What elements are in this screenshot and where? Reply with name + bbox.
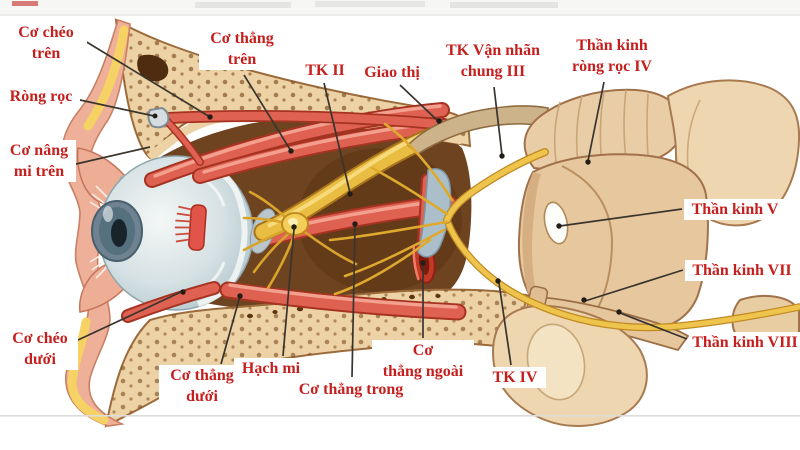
label-line: Thần kinh V bbox=[691, 201, 779, 218]
label-co-cheo-tren: Cơ chéo trên bbox=[5, 22, 87, 65]
label-line: dưới bbox=[24, 351, 56, 369]
label-line: Cơ thẳng bbox=[170, 367, 234, 384]
label-line: Thần kinh bbox=[576, 37, 648, 54]
label-co-thang-tren: Cơ thẳng trên bbox=[199, 28, 285, 71]
label-than-kinh-viii: Thần kinh VIII bbox=[689, 332, 800, 354]
label-tk-iv: TK IV bbox=[484, 367, 546, 389]
label-giao-thi: Giao thị bbox=[355, 62, 429, 84]
label-line: Hạch mi bbox=[241, 360, 301, 377]
label-line: mi trên bbox=[13, 163, 65, 181]
label-line: Ròng rọc bbox=[9, 88, 73, 105]
label-than-kinh-v: Thần kinh V bbox=[684, 199, 786, 221]
label-tk-van-nhan-chung-iii: TK Vận nhãn chung III bbox=[437, 40, 549, 83]
label-line: trên bbox=[31, 45, 61, 63]
annulus-tendon bbox=[417, 168, 452, 258]
label-co-cheo-duoi: Cơ chéo dưới bbox=[2, 328, 78, 371]
label-than-kinh-vii: Thần kinh VII bbox=[685, 260, 799, 282]
label-line: Cơ chéo bbox=[12, 330, 68, 347]
iris bbox=[91, 200, 143, 262]
label-than-kinh-rong-roc-iv: Thần kinh ròng rọc IV bbox=[561, 35, 663, 78]
label-hach-mi: Hạch mi bbox=[234, 358, 308, 380]
eyeball bbox=[91, 155, 254, 311]
label-line: chung III bbox=[460, 63, 526, 81]
label-co-thang-ngoai: Cơ thẳng ngoài bbox=[372, 340, 474, 383]
bottom-border-line bbox=[0, 415, 800, 417]
leader-lines bbox=[75, 37, 688, 378]
label-line: Cơ thẳng trong bbox=[298, 381, 404, 398]
trochlea bbox=[147, 106, 170, 129]
label-rong-roc: Ròng rọc bbox=[2, 86, 80, 108]
trigeminal-root-window bbox=[543, 201, 569, 245]
label-tk-ii: TK II bbox=[299, 60, 351, 82]
pupil bbox=[111, 219, 127, 247]
label-line: dưới bbox=[186, 388, 218, 406]
cropped-title-remnant bbox=[0, 0, 800, 16]
label-line: TK II bbox=[305, 62, 345, 79]
leader-dots bbox=[152, 113, 622, 315]
label-line: Cơ nâng bbox=[9, 142, 69, 159]
brainstem bbox=[492, 79, 800, 427]
label-line: Giao thị bbox=[364, 64, 420, 81]
label-co-nang-mi-tren: Cơ nâng mi trên bbox=[2, 140, 76, 183]
label-line: trên bbox=[227, 51, 257, 69]
muscle-insertion-patch bbox=[174, 204, 207, 251]
label-co-thang-duoi: Cơ thẳng dưới bbox=[159, 365, 245, 408]
label-line: Cơ chéo bbox=[18, 24, 74, 41]
label-line: TK IV bbox=[492, 369, 538, 386]
pons bbox=[517, 153, 709, 334]
label-line: TK Vận nhãn bbox=[446, 42, 540, 59]
label-line: Thần kinh VIII bbox=[692, 334, 798, 351]
label-line: Cơ bbox=[412, 342, 434, 359]
label-line: Thần kinh VII bbox=[692, 262, 792, 279]
label-line: Cơ thẳng bbox=[210, 30, 274, 47]
label-co-thang-trong: Cơ thẳng trong bbox=[288, 379, 414, 401]
label-line: thẳng ngoài bbox=[382, 363, 464, 381]
label-line: ròng rọc IV bbox=[572, 58, 652, 76]
